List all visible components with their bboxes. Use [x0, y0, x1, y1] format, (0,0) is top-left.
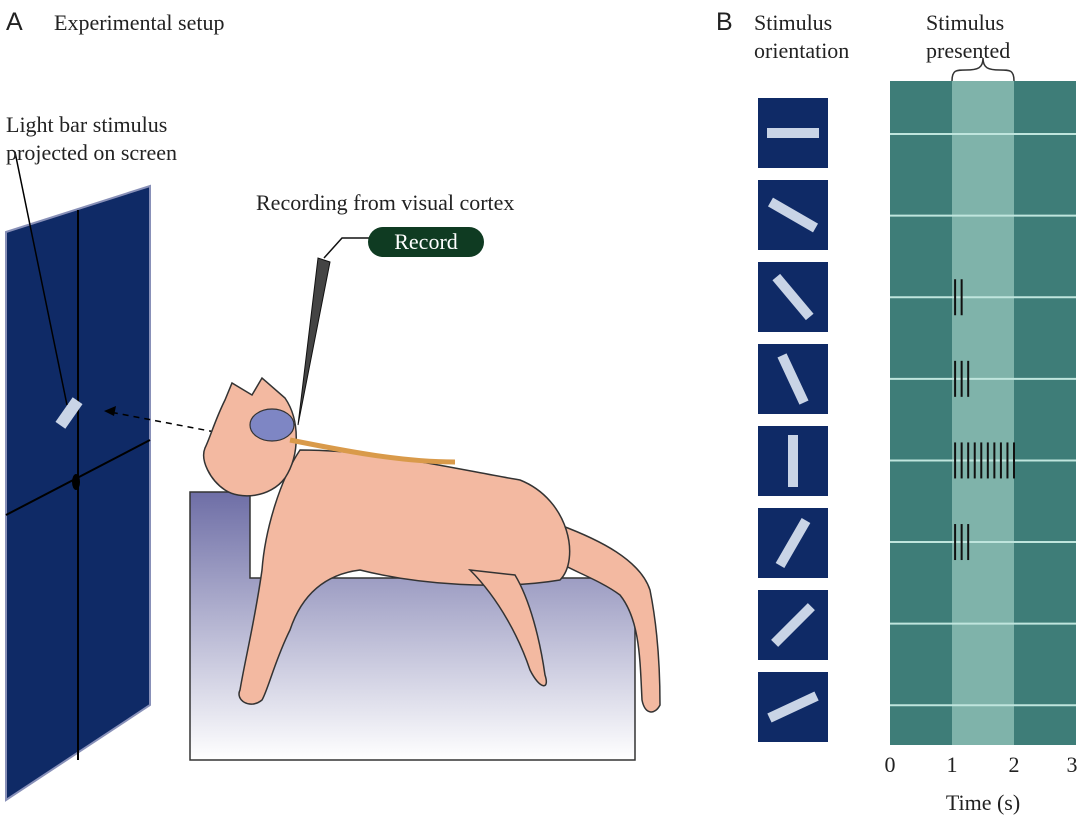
gaze-line — [109, 411, 216, 433]
stimulus-label-line1: Light bar stimulus — [6, 112, 168, 137]
orientation-header-line1: Stimulus — [754, 10, 833, 35]
orientation-bar — [775, 517, 811, 569]
light-bar-stimulus — [55, 397, 83, 429]
recording-label: Recording from visual cortex — [256, 190, 515, 215]
orientation-header-line2: orientation — [754, 38, 850, 63]
orientation-bar — [771, 603, 815, 647]
electrode-icon — [297, 257, 331, 426]
projection-screen — [5, 184, 151, 802]
x-tick-3: 3 — [1066, 752, 1078, 777]
raster-plot — [890, 57, 1076, 745]
x-axis-label: Time (s) — [945, 790, 1021, 815]
presented-header-line2: presented — [926, 38, 1011, 63]
stimulus-pointer-line — [14, 151, 68, 406]
orientation-bar — [772, 273, 814, 321]
panel-a-title: Experimental setup — [54, 10, 225, 35]
orientation-bar — [767, 128, 819, 138]
stimulus-brace — [951, 57, 1015, 82]
orientation-bar — [788, 435, 798, 487]
stimulus-window-band — [952, 81, 1014, 745]
panel-b-letter: B — [716, 8, 733, 36]
x-tick-2: 2 — [1008, 752, 1020, 777]
orientation-bar — [777, 353, 809, 405]
stimulus-label-line2: projected on screen — [6, 140, 178, 165]
arrowhead-icon — [104, 406, 116, 416]
brain-icon — [249, 408, 295, 442]
panel-a-letter: A — [6, 8, 23, 36]
cat — [203, 376, 661, 713]
record-button: Record — [368, 227, 484, 257]
presented-header-line1: Stimulus — [926, 10, 1005, 35]
orientation-bar — [767, 691, 819, 723]
x-tick-1: 1 — [946, 752, 958, 777]
spinal-cord — [289, 437, 456, 465]
orientation-bar — [767, 197, 819, 233]
x-tick-0: 0 — [884, 752, 896, 777]
